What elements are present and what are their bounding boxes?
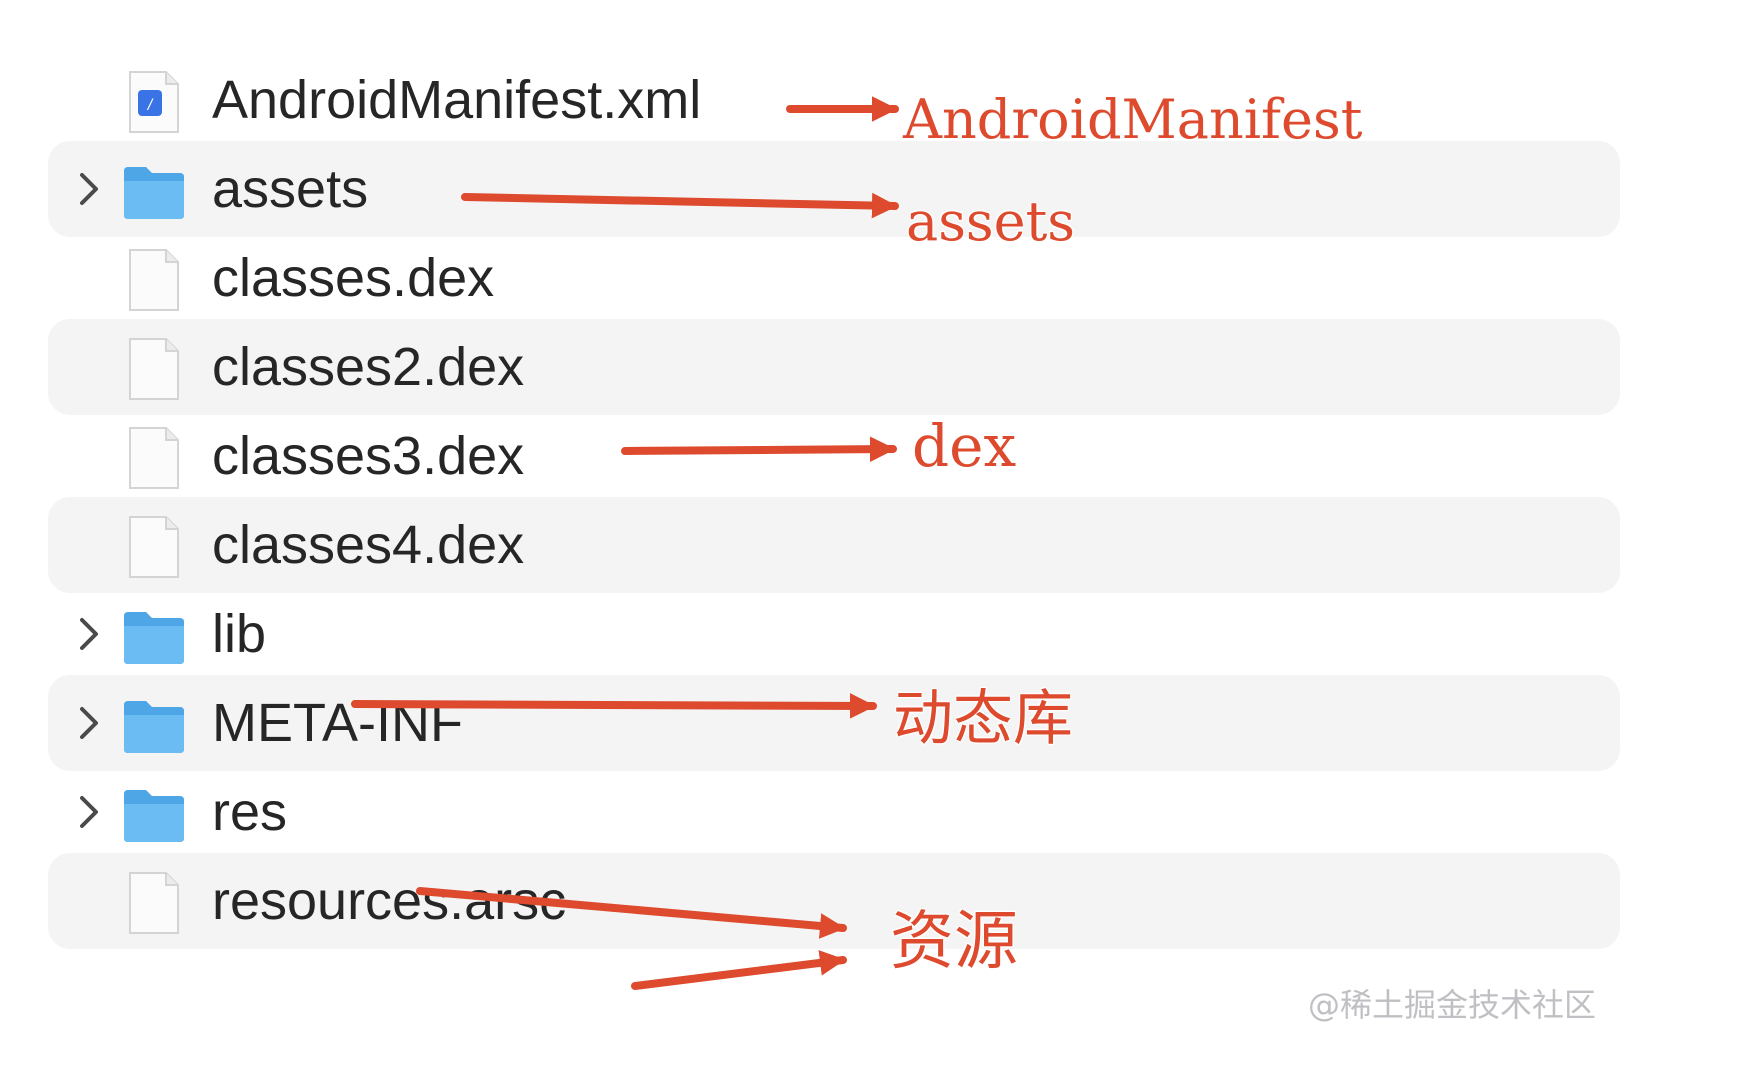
- file-row-classes2-dex[interactable]: classes2.dex: [48, 319, 1620, 415]
- folder-icon: [120, 604, 188, 668]
- folder-icon: [120, 159, 188, 223]
- file-row-lib[interactable]: lib: [48, 586, 1620, 682]
- file-icon: [120, 515, 188, 579]
- file-name: resources.arsc: [212, 871, 567, 931]
- file-name: classes2.dex: [212, 337, 525, 397]
- file-row-classes4-dex[interactable]: classes4.dex: [48, 497, 1620, 593]
- annotation-lib-label: 动态库: [893, 684, 1073, 754]
- folder-icon: [120, 693, 188, 757]
- annotation-dex-label: dex: [912, 412, 1017, 480]
- annotation-resources-label: 资源: [890, 905, 1018, 979]
- chevron-right-icon[interactable]: [72, 705, 106, 741]
- file-name: assets: [212, 159, 369, 219]
- file-row-resources-arsc[interactable]: resources.arsc: [48, 853, 1620, 949]
- file-icon: [120, 337, 188, 401]
- file-row-androidmanifest[interactable]: / AndroidManifest.xml: [48, 52, 1620, 148]
- file-name: lib: [212, 604, 267, 664]
- file-name: classes.dex: [212, 248, 495, 308]
- file-icon: [120, 248, 188, 312]
- svg-text:/: /: [147, 97, 154, 114]
- file-name: META-INF: [212, 693, 463, 753]
- chevron-right-icon[interactable]: [72, 794, 106, 830]
- file-name: AndroidManifest.xml: [212, 70, 702, 130]
- file-name: classes3.dex: [212, 426, 525, 486]
- file-icon: [120, 426, 188, 490]
- file-row-res[interactable]: res: [48, 764, 1620, 860]
- watermark: @稀土掘金技术社区: [1307, 986, 1596, 1024]
- file-name: res: [212, 782, 288, 842]
- file-row-classes-dex[interactable]: classes.dex: [48, 230, 1620, 326]
- chevron-right-icon[interactable]: [72, 171, 106, 207]
- xml-file-icon: /: [120, 70, 188, 134]
- folder-icon: [120, 782, 188, 846]
- file-name: classes4.dex: [212, 515, 525, 575]
- annotation-manifest-label: AndroidManifest: [903, 88, 1363, 151]
- file-row-meta-inf[interactable]: META-INF: [48, 675, 1620, 771]
- file-row-classes3-dex[interactable]: classes3.dex: [48, 408, 1620, 504]
- file-icon: [120, 871, 188, 935]
- file-row-assets[interactable]: assets: [48, 141, 1620, 237]
- chevron-right-icon[interactable]: [72, 616, 106, 652]
- annotation-assets-label: assets: [906, 190, 1075, 253]
